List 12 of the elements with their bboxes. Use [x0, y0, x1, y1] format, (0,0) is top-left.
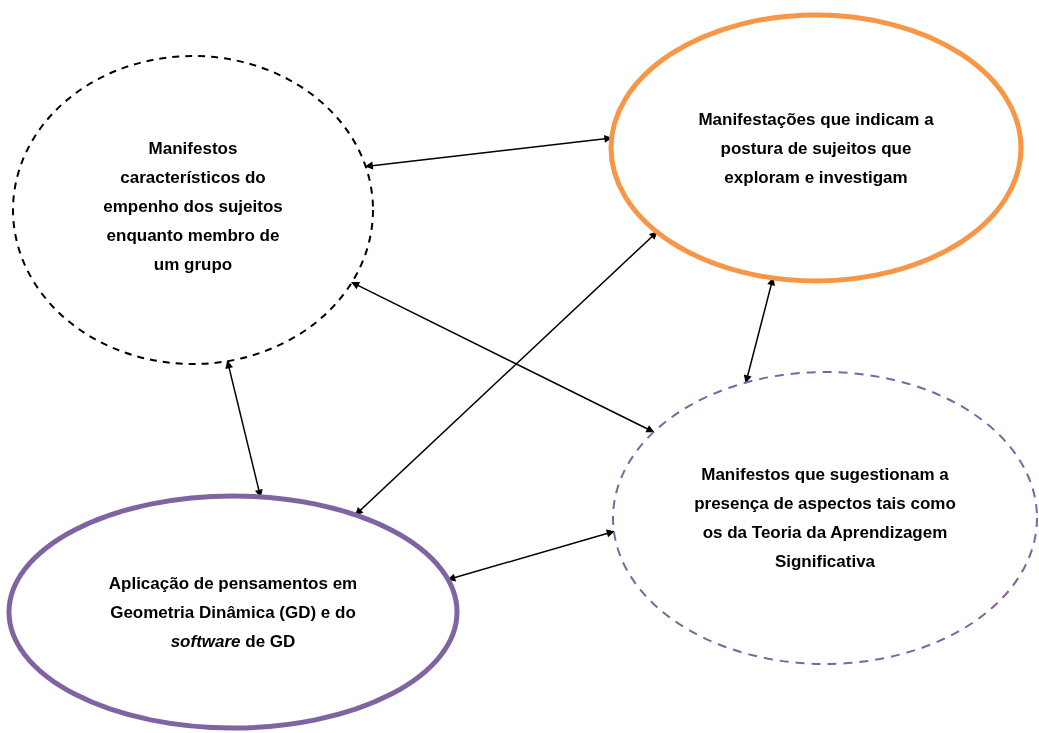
node-text: Aplicação de pensamentos em Geometria Dinâmica (GD) e do software de GD — [108, 572, 358, 653]
double-arrow — [743, 277, 776, 384]
node-text: Manifestos que sugestionam a presença de aspectos tais como os da Teoria da Aprendizagem Significativa — [693, 464, 957, 573]
double-arrow — [447, 529, 615, 582]
ellipse-node — [11, 54, 375, 366]
ellipse-node — [4, 491, 462, 733]
ellipse-node — [611, 370, 1039, 666]
double-arrow — [354, 231, 658, 516]
ellipse-node — [606, 10, 1026, 286]
node-text: Manifestos característicos do empenho dos sujeitos enquanto membro de um grupo — [102, 137, 284, 276]
double-arrow — [351, 281, 655, 433]
node-text: Manifestações que indicam a postura de sujeitos que exploram e investigam — [697, 108, 935, 189]
